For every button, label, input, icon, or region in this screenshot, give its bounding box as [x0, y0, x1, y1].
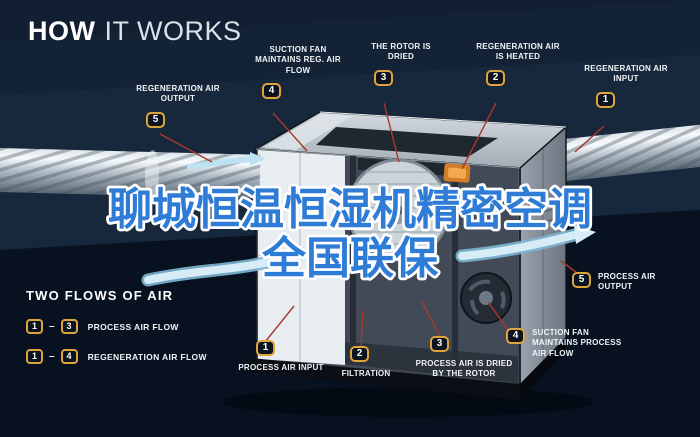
two-flows-legend: TWO FLOWS OF AIR 1 – 3 PROCESS AIR FLOW … — [26, 288, 207, 379]
callout-suction-fan-process-air: 4 SUCTION FAN MAINTAINS PROCESS AIR FLOW — [506, 328, 646, 359]
step-badge-1: 1 — [256, 340, 275, 356]
title-strong: HOW — [28, 16, 96, 46]
step-badge-5: 5 — [572, 272, 591, 288]
step-badge-2: 2 — [486, 69, 505, 86]
callout-process-air-input: 1 PROCESS AIR INPUT — [238, 340, 324, 373]
suction-fan — [460, 272, 512, 324]
air-flow-ribbons — [141, 152, 596, 287]
legend-badge-to: 4 — [60, 349, 78, 364]
callout-label: PROCESS AIR OUTPUT — [598, 272, 656, 292]
callout-regeneration-air-input: REGENERATION AIR INPUT 1 — [582, 64, 670, 108]
step-badge-4: 4 — [506, 328, 525, 344]
callout-rotor-is-dried: THE ROTOR IS DRIED 3 — [362, 42, 440, 86]
callout-suction-fan-reg-air: SUCTION FAN MAINTAINS REG. AIR FLOW 4 — [248, 45, 348, 100]
callout-process-air-output: 5 PROCESS AIR OUTPUT — [572, 272, 682, 293]
legend-row-process: 1 – 3 PROCESS AIR FLOW — [26, 319, 207, 334]
callout-regeneration-air-output: REGENERATION AIR OUTPUT 5 — [130, 84, 226, 128]
step-badge-5: 5 — [146, 111, 165, 128]
callout-process-air-dried: 3 PROCESS AIR IS DRIED BY THE ROTOR — [412, 336, 516, 380]
step-badge-3: 3 — [374, 69, 393, 86]
step-badge-1: 1 — [596, 91, 615, 108]
legend-label: PROCESS AIR FLOW — [87, 321, 179, 332]
callout-label: PROCESS AIR IS DRIED BY THE ROTOR — [415, 359, 513, 379]
callout-label: PROCESS AIR INPUT — [238, 363, 324, 372]
callout-label: SUCTION FAN MAINTAINS PROCESS AIR FLOW — [532, 328, 622, 358]
page-title: HOW IT WORKS — [28, 16, 242, 47]
legend-badge-from: 1 — [26, 349, 43, 364]
callout-label: REGENERATION AIR OUTPUT — [136, 84, 220, 104]
callout-label: REGENERATION AIR INPUT — [584, 64, 668, 84]
callout-label: REGENERATION AIR IS HEATED — [476, 42, 560, 62]
legend-label: REGENERATION AIR FLOW — [87, 351, 207, 362]
left-duct — [0, 147, 261, 199]
callout-regeneration-air-heated: REGENERATION AIR IS HEATED 2 — [472, 42, 564, 86]
step-badge-2: 2 — [350, 346, 369, 362]
legend-heading: TWO FLOWS OF AIR — [26, 288, 174, 303]
right-duct — [545, 123, 700, 183]
callout-label: SUCTION FAN MAINTAINS REG. AIR FLOW — [255, 45, 341, 75]
callout-label: THE ROTOR IS DRIED — [371, 42, 431, 62]
step-badge-3: 3 — [430, 336, 449, 352]
heater-element — [443, 163, 471, 183]
legend-dash: – — [49, 321, 55, 332]
legend-dash: – — [49, 351, 55, 362]
leader-lines — [159, 102, 605, 349]
legend-badge-from: 1 — [26, 319, 43, 334]
legend-row-regeneration: 1 – 4 REGENERATION AIR FLOW — [26, 349, 207, 364]
legend-badge-to: 3 — [60, 319, 78, 334]
step-badge-4: 4 — [262, 83, 281, 100]
callout-filtration: 2 FILTRATION — [330, 346, 402, 379]
title-rest: IT WORKS — [104, 16, 242, 46]
callout-label: FILTRATION — [341, 369, 391, 378]
